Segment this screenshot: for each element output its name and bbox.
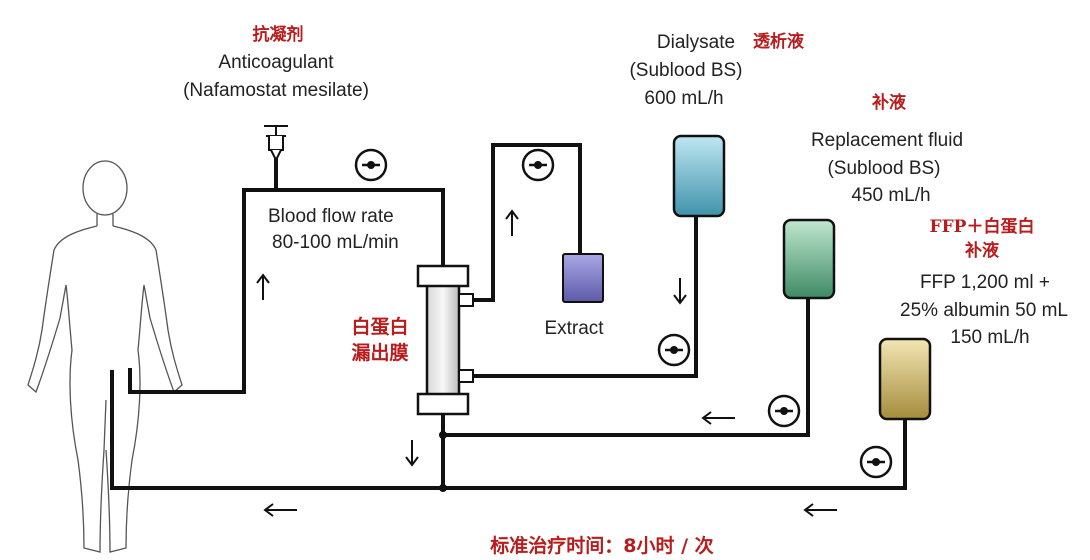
blood-pump-icon [354,148,388,182]
circuit-lines [110,143,907,490]
flow-arrow-down-return [405,440,419,467]
flow-arrow-left-ffp [803,503,837,517]
membrane-label-line2: 漏出膜 [351,341,408,364]
ffp-rate: 150 mL/h [950,327,1029,348]
replacement-label-en: Replacement fluid [811,130,963,151]
replacement-bag [782,218,836,300]
junction-dots [439,431,447,492]
treatment-time-footer: 标准治疗时间：8小时 / 次 [490,534,713,557]
extract-bag [562,253,604,303]
flow-arrow-up-effluent [505,209,519,236]
replacement-pump-icon [767,394,801,428]
patient-figure [27,160,183,553]
membrane-label-line1: 白蛋白 [351,315,408,338]
dialysate-label-en: Dialysate [657,32,735,53]
replacement-rate: 450 mL/h [851,185,930,206]
dialysate-rate: 600 mL/h [644,88,723,109]
ffp-pump-icon [859,445,893,479]
dialysate-label-cn: 透析液 [753,31,804,52]
ffp-line1: FFP 1,200 ml + [920,272,1050,293]
blood-flow-value: 80-100 mL/min [272,232,399,253]
flow-arrow-up-left [256,273,270,300]
ffp-title-cn-line1: FFP＋白蛋白 [930,216,1035,237]
replacement-product: (Sublood BS) [827,158,940,179]
dialysate-pump-icon [657,333,691,367]
ffp-line2: 25% albumin 50 mL [900,300,1068,321]
replacement-label-cn: 补液 [871,92,906,113]
syringe-icon [264,125,288,163]
hemofilter-icon [416,264,474,416]
flow-arrow-down-dialysate [673,278,687,305]
flow-arrow-left-return [263,503,297,517]
anticoagulant-drug: (Nafamostat mesilate) [183,80,369,101]
extract-label: Extract [544,318,604,339]
dialysate-product: (Sublood BS) [629,60,742,81]
flow-arrow-left-replacement [701,411,735,425]
effluent-pump-icon [521,148,555,182]
ffp-bag [878,337,932,421]
anticoagulant-label-cn: 抗凝剂 [253,24,304,45]
dialysate-bag [672,134,726,218]
anticoagulant-label-en: Anticoagulant [218,52,334,73]
ffp-title-cn-line2: 补液 [964,240,999,261]
blood-flow-label: Blood flow rate [268,206,394,227]
